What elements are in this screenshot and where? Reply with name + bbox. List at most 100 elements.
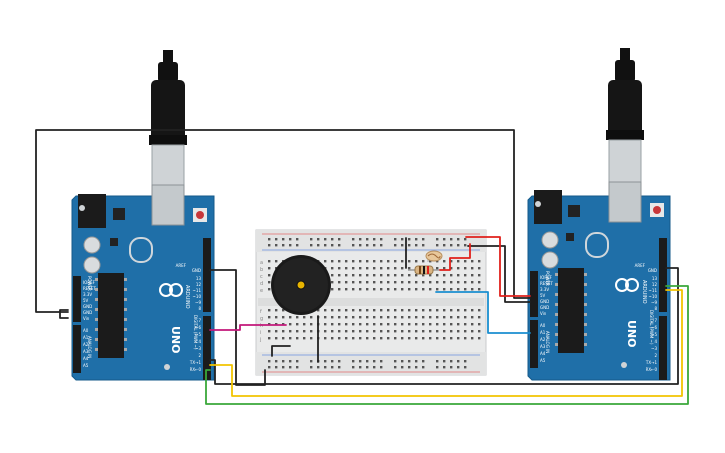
pin-label: 4: [198, 339, 201, 344]
breadboard-hole: [303, 316, 306, 319]
breadboard-hole: [450, 366, 453, 369]
breadboard-hole: [443, 260, 446, 263]
pin-label: RX←0: [190, 367, 202, 372]
breadboard-hole: [429, 316, 432, 319]
breadboard-hole: [401, 337, 404, 340]
breadboard-hole: [380, 323, 383, 326]
breadboard-hole: [429, 288, 432, 291]
breadboard-hole: [457, 309, 460, 312]
pin-label: GND: [83, 304, 92, 309]
power-header-label: POWER: [545, 271, 550, 286]
breadboard-hole: [296, 323, 299, 326]
breadboard-hole: [422, 244, 425, 247]
breadboard-hole: [380, 337, 383, 340]
breadboard-hole: [429, 281, 432, 284]
breadboard-hole: [450, 260, 453, 263]
breadboard-hole: [436, 337, 439, 340]
breadboard-hole: [345, 274, 348, 277]
breadboard-hole: [443, 288, 446, 291]
pin-label: A1: [83, 335, 89, 340]
breadboard-hole: [331, 260, 334, 263]
breadboard-hole: [268, 330, 271, 333]
breadboard-hole: [296, 337, 299, 340]
breadboard-hole: [324, 244, 327, 247]
breadboard-hole: [359, 281, 362, 284]
breadboard-hole: [289, 366, 292, 369]
breadboard-hole: [464, 238, 467, 241]
breadboard-hole: [275, 360, 278, 363]
breadboard-hole: [324, 337, 327, 340]
breadboard-hole: [422, 238, 425, 241]
breadboard-hole: [464, 281, 467, 284]
breadboard-hole: [415, 238, 418, 241]
breadboard-hole: [359, 323, 362, 326]
breadboard-hole: [331, 288, 334, 291]
breadboard-hole: [471, 316, 474, 319]
pin-label: ~9: [195, 300, 201, 305]
usb-cable-right: [606, 48, 644, 183]
breadboard-hole: [352, 238, 355, 241]
pin-label: GND: [83, 310, 92, 315]
board-brand: ARDUINO: [641, 280, 647, 304]
breadboard-hole: [373, 360, 376, 363]
breadboard-hole: [464, 316, 467, 319]
breadboard-hole: [359, 360, 362, 363]
breadboard-hole: [457, 316, 460, 319]
breadboard-hole: [373, 309, 376, 312]
analog-header-label: ANALOG IN: [87, 336, 92, 358]
breadboard-hole: [394, 244, 397, 247]
breadboard-hole: [436, 244, 439, 247]
breadboard-hole: [338, 274, 341, 277]
breadboard-hole: [415, 244, 418, 247]
pin-label: Vin: [83, 316, 90, 321]
breadboard-hole: [408, 281, 411, 284]
breadboard-hole: [401, 309, 404, 312]
pin-label: 8: [654, 306, 657, 311]
breadboard-hole: [408, 309, 411, 312]
row-label: j: [259, 337, 261, 343]
breadboard-hole: [408, 244, 411, 247]
breadboard-hole: [380, 267, 383, 270]
arduino-uno-right: ARDUINO UNO POWER ANALOG IN DIGITAL (PWM…: [527, 181, 671, 381]
breadboard-hole: [282, 309, 285, 312]
breadboard-hole: [296, 360, 299, 363]
wire-blue: [435, 291, 531, 334]
breadboard-hole: [408, 360, 411, 363]
pin-label: 5V: [83, 298, 89, 303]
breadboard-hole: [338, 288, 341, 291]
wire-green: [205, 285, 689, 405]
breadboard-hole: [338, 323, 341, 326]
pin-label: ~3: [195, 346, 201, 351]
wire-magenta: [209, 324, 287, 331]
breadboard-hole: [471, 309, 474, 312]
breadboard-hole: [331, 337, 334, 340]
breadboard-hole: [450, 267, 453, 270]
pin-label: IOREF: [83, 280, 96, 285]
wire-red: [439, 243, 471, 271]
breadboard-hole: [478, 316, 481, 319]
breadboard-hole: [471, 337, 474, 340]
breadboard-hole: [471, 274, 474, 277]
breadboard-hole: [443, 309, 446, 312]
breadboard-hole: [422, 274, 425, 277]
pin-label: 3.3V: [83, 292, 92, 297]
breadboard-hole: [275, 309, 278, 312]
breadboard-hole: [450, 360, 453, 363]
pin-label: 12: [652, 282, 658, 287]
breadboard-hole: [352, 267, 355, 270]
pin-label: ~11: [649, 288, 658, 293]
photoresistor: [425, 250, 443, 262]
breadboard-hole: [359, 337, 362, 340]
breadboard-hole: [436, 323, 439, 326]
breadboard-hole: [387, 274, 390, 277]
wire-black: [209, 269, 266, 386]
breadboard-hole: [282, 244, 285, 247]
breadboard-hole: [352, 281, 355, 284]
breadboard-hole: [471, 260, 474, 263]
breadboard-hole: [324, 238, 327, 241]
breadboard-hole: [359, 260, 362, 263]
pin-label: ~5: [651, 332, 657, 337]
breadboard-hole: [338, 309, 341, 312]
breadboard-hole: [289, 316, 292, 319]
board-brand: ARDUINO: [184, 285, 190, 309]
